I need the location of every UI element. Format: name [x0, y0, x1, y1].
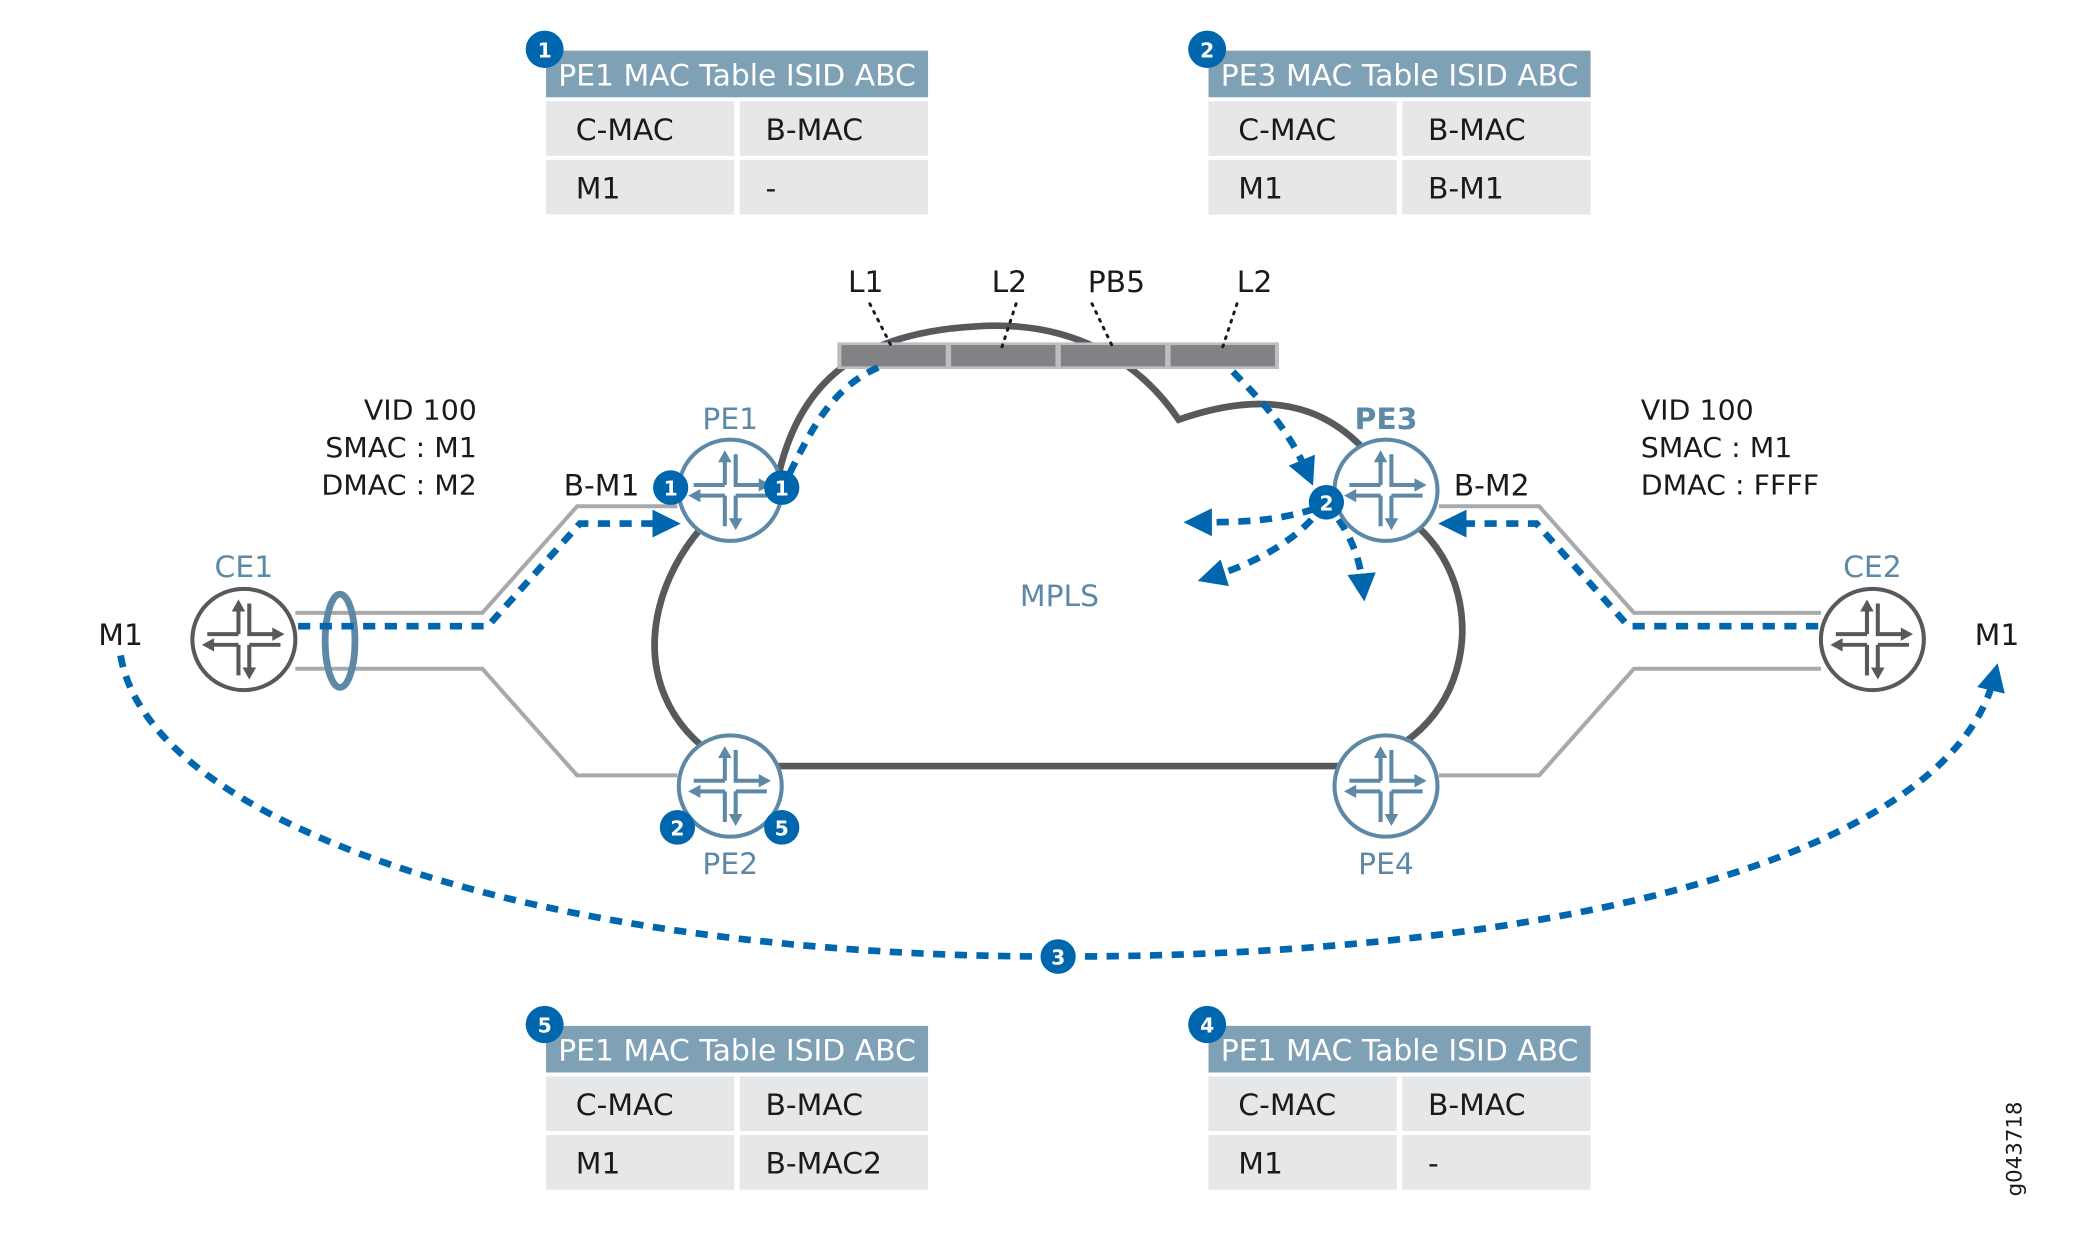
step-badge-pe3: 2: [1308, 484, 1344, 520]
mac-table-5: PE1 MAC Table ISID ABC C-MAC B-MAC M1 B-…: [525, 1005, 929, 1190]
table-cell-cmac: M1: [576, 1147, 621, 1181]
step-badge-arc: 3: [1040, 939, 1076, 974]
frame-label-l1: L1: [848, 265, 884, 299]
packet-header-left: VID 100 SMAC : M1 DMAC : M2: [321, 394, 477, 501]
packet-right-vid: VID 100: [1641, 394, 1754, 427]
bmac-label-pe1: B-M1: [564, 469, 640, 503]
table-title: PE1 MAC Table ISID ABC: [1221, 1034, 1579, 1068]
frame-field-l2b: [1170, 345, 1275, 367]
svg-text:1: 1: [775, 477, 789, 501]
path-pe1-to-core: [786, 363, 882, 475]
table-step-badge: 5: [525, 1005, 564, 1044]
svg-text:2: 2: [670, 816, 684, 840]
router-pe2[interactable]: [676, 733, 784, 839]
table-step-badge: 1: [525, 30, 564, 68]
traffic-paths: [117, 363, 2005, 960]
path-m1-to-m1-arc: [117, 654, 2005, 960]
step-badge-pe2-right: 5: [764, 810, 800, 845]
table-step-badge: 4: [1188, 1005, 1227, 1044]
mac-table-1: PE1 MAC Table ISID ABC C-MAC B-MAC M1 - …: [525, 30, 929, 215]
mpls-cloud: [651, 322, 1466, 770]
svg-text:3: 3: [1051, 946, 1065, 970]
table-cell-bmac: -: [1428, 1147, 1439, 1181]
table-header-bmac: B-MAC: [1428, 113, 1526, 147]
path-ce2-to-pe3: [1438, 509, 1819, 630]
table-cell-bmac: -: [765, 172, 776, 206]
table-title: PE1 MAC Table ISID ABC: [558, 1034, 916, 1068]
access-links: [295, 504, 1821, 778]
packet-header-right: VID 100 SMAC : M1 DMAC : FFFF: [1641, 394, 1819, 501]
label-pe4: PE4: [1358, 847, 1414, 881]
link-ce2-pe3: [1438, 504, 1821, 615]
mac-table-2: PE3 MAC Table ISID ABC C-MAC B-MAC M1 B-…: [1188, 30, 1591, 215]
label-pe2: PE2: [702, 847, 758, 881]
router-pe4[interactable]: [1332, 733, 1440, 839]
frame-field-l2a: [951, 345, 1056, 367]
label-pe3: PE3: [1355, 402, 1418, 436]
path-core-to-pe3: [1230, 369, 1315, 486]
lag-ring-icon: [321, 590, 359, 691]
mac-table-4: PE1 MAC Table ISID ABC C-MAC B-MAC M1 - …: [1188, 1005, 1591, 1190]
link-ce1-pe2: [295, 666, 678, 778]
table-cell-cmac: M1: [1238, 172, 1283, 206]
step-badge-pe1-left: 1: [653, 470, 689, 505]
table-step-badge: 2: [1188, 30, 1227, 68]
table-header-bmac: B-MAC: [765, 1088, 863, 1122]
svg-text:1: 1: [538, 38, 552, 62]
frame-field-pb5: [1060, 345, 1166, 367]
label-pe1: PE1: [702, 402, 758, 436]
packet-right-dmac: DMAC : FFFF: [1641, 468, 1819, 501]
frame-label-l2b: L2: [1237, 265, 1273, 299]
svg-text:2: 2: [1319, 491, 1333, 515]
bmac-label-pe3: B-M2: [1454, 469, 1530, 503]
router-pe3[interactable]: [1332, 437, 1440, 543]
table-cell-cmac: M1: [1238, 1147, 1283, 1181]
host-m1-left: M1: [98, 618, 143, 652]
path-pe3-flood-west: [1183, 505, 1316, 537]
step-badge-pe1-right: 1: [764, 470, 800, 505]
frame-field-l1: [841, 345, 946, 367]
link-ce2-pe4: [1438, 666, 1821, 778]
table-header-cmac: C-MAC: [576, 113, 674, 147]
table-header-cmac: C-MAC: [1238, 1088, 1336, 1122]
mpls-label: MPLS: [1020, 579, 1099, 613]
svg-text:5: 5: [775, 816, 789, 840]
path-pe3-flood-south: [1335, 517, 1376, 602]
label-ce2: CE2: [1843, 550, 1902, 584]
link-ce1-pe1: [295, 504, 678, 615]
svg-text:1: 1: [664, 477, 678, 501]
pbb-frame: L1 L2 PB5 L2: [837, 265, 1279, 370]
packet-left-smac: SMAC : M1: [325, 431, 477, 464]
table-title: PE3 MAC Table ISID ABC: [1221, 58, 1579, 92]
svg-text:5: 5: [538, 1014, 552, 1038]
svg-text:4: 4: [1200, 1014, 1214, 1038]
table-header-bmac: B-MAC: [765, 113, 863, 147]
svg-text:2: 2: [1200, 38, 1214, 62]
table-header-bmac: B-MAC: [1428, 1088, 1526, 1122]
router-ce1[interactable]: [190, 586, 298, 693]
frame-label-l2a: L2: [992, 265, 1028, 299]
packet-left-dmac: DMAC : M2: [321, 468, 477, 501]
table-title: PE1 MAC Table ISID ABC: [558, 58, 916, 92]
table-header-cmac: C-MAC: [576, 1088, 674, 1122]
figure-id: g043718: [2002, 1102, 2027, 1197]
table-cell-bmac: B-MAC2: [765, 1147, 882, 1181]
step-badge-pe2-left: 2: [659, 810, 696, 845]
label-ce1: CE1: [215, 550, 274, 584]
router-ce2[interactable]: [1818, 586, 1926, 693]
packet-left-vid: VID 100: [364, 394, 477, 427]
path-pe3-flood-southwest: [1197, 517, 1315, 587]
host-m1-right: M1: [1975, 618, 2020, 652]
table-cell-bmac: B-M1: [1428, 172, 1504, 206]
path-ce1-to-pe1: [298, 509, 681, 630]
packet-right-smac: SMAC : M1: [1641, 431, 1793, 464]
table-header-cmac: C-MAC: [1238, 113, 1336, 147]
table-cell-cmac: M1: [576, 172, 621, 206]
frame-label-pb5: PB5: [1088, 265, 1145, 299]
